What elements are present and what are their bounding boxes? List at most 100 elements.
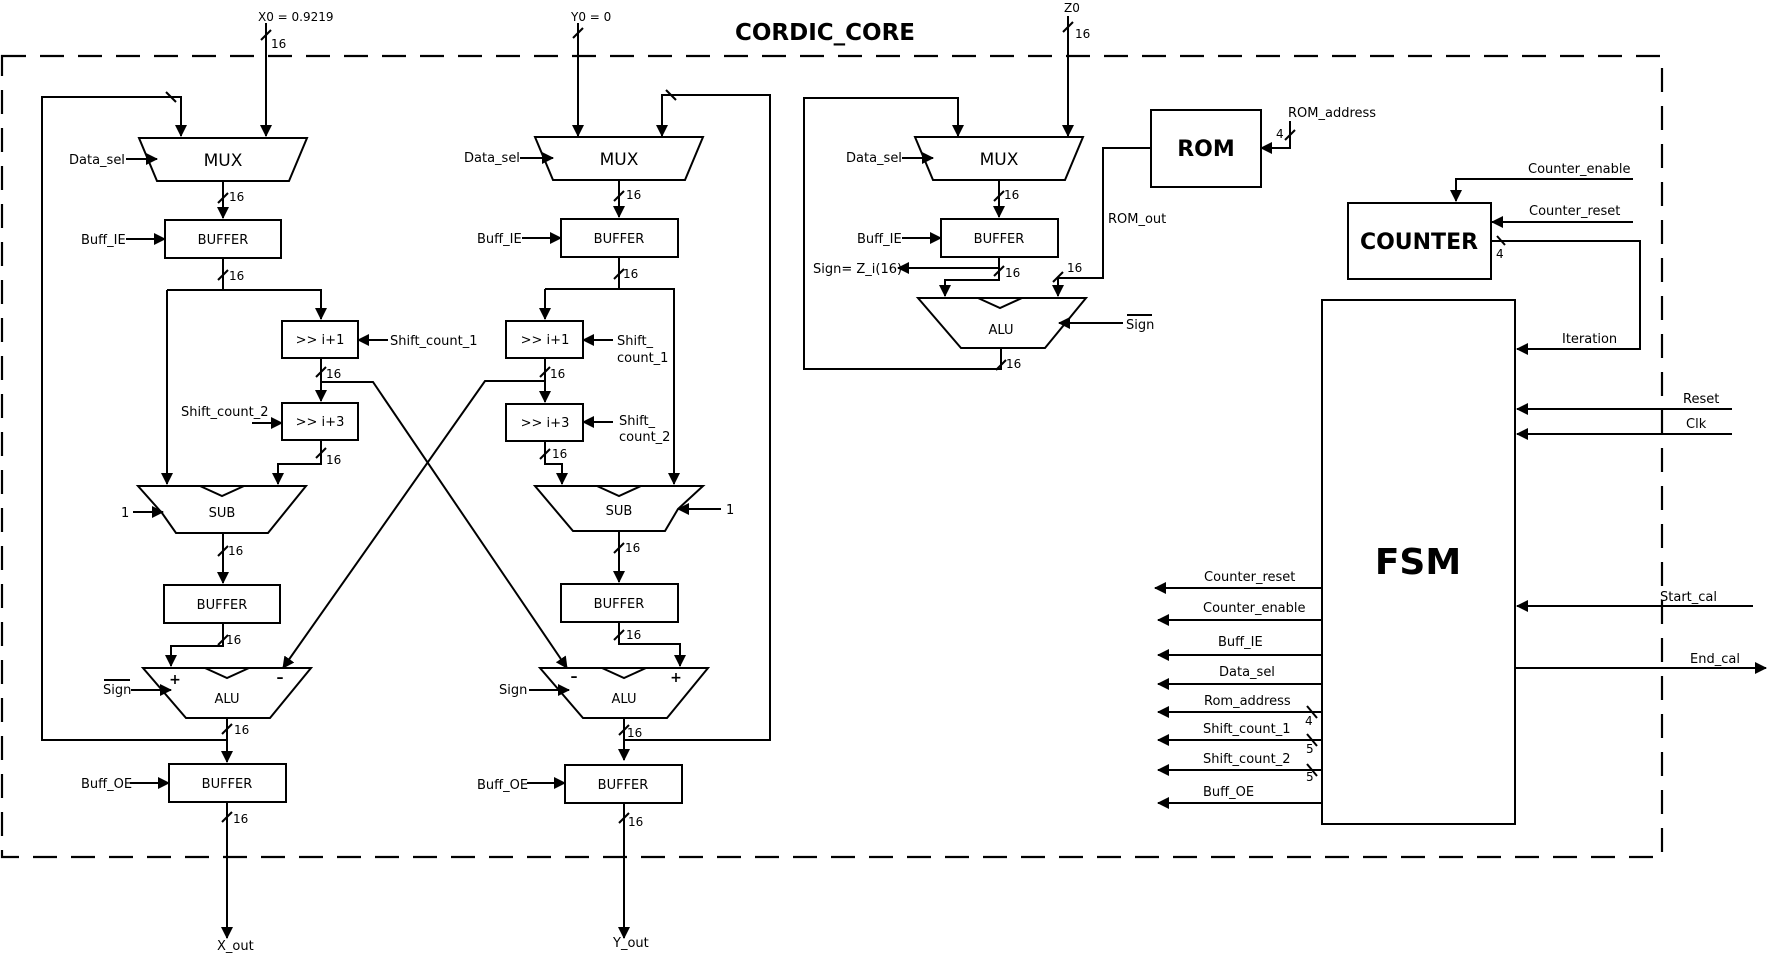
diagram-title: CORDIC_CORE <box>735 20 915 46</box>
y-shift-count-2-label-b: count_2 <box>619 430 670 445</box>
z-mux <box>913 136 1085 181</box>
y-buffer-1 <box>560 218 679 258</box>
rom <box>1150 109 1262 188</box>
z-mux-bus-width: 16 <box>1004 188 1019 202</box>
counter-iteration-label: Iteration <box>1562 332 1617 347</box>
z-datapath: Z0 16 MUX Data_sel 16 BUFFER Buff_IE Sig… <box>803 1 1166 371</box>
y-shift-count-2-label-a: Shift_ <box>619 414 656 429</box>
rom-address-bus-width: 4 <box>1276 127 1284 141</box>
y-sub-const-label: 1 <box>726 503 734 518</box>
counter-reset-label: Counter_reset <box>1529 204 1620 219</box>
x-alu <box>140 667 314 719</box>
rom-address-label: ROM_address <box>1288 106 1376 121</box>
counter-enable-label: Counter_enable <box>1528 162 1631 177</box>
y-shift-1-label: >> i+1 <box>521 333 570 348</box>
x-alu-minus: – <box>277 670 284 686</box>
y-buffer-2 <box>560 583 679 623</box>
y-alu-sign-label: Sign <box>499 683 527 698</box>
y-mux-bus-width: 16 <box>626 188 641 202</box>
y0-input-label: Y0 = 0 <box>570 10 611 24</box>
fsm-shift-count-1-bus-width: 5 <box>1306 742 1314 756</box>
x-datapath: X0 = 0.9219 16 MUX Data_sel 16 BUFFER Bu… <box>41 10 568 953</box>
y-buffer-2-label: BUFFER <box>594 597 645 612</box>
x-shift-count-1-label: Shift_count_1 <box>390 334 478 349</box>
x-buff-ie-label: Buff_IE <box>81 233 126 248</box>
x-shift-count-2-label: Shift_count_2 <box>181 405 269 420</box>
x-shift-2-bus-width: 16 <box>326 453 341 467</box>
fsm-output-rom-address-label: Rom_address <box>1204 694 1291 709</box>
z-buffer <box>940 218 1059 258</box>
rom-label: ROM <box>1177 137 1235 162</box>
fsm-output-buff-ie-label: Buff_IE <box>1218 635 1263 650</box>
y-shift-2-label: >> i+3 <box>521 416 570 431</box>
y-mux <box>533 136 705 181</box>
y-buff-oe-label: Buff_OE <box>477 778 528 793</box>
x-sub-label: SUB <box>209 506 236 521</box>
z-buff-ie-label: Buff_IE <box>857 232 902 247</box>
y-alu-plus: + <box>670 670 682 686</box>
y-buff-ie-label: Buff_IE <box>477 232 522 247</box>
z-alu-label: ALU <box>988 323 1013 338</box>
x-out-bus-width: 16 <box>233 812 248 826</box>
y-sub-label: SUB <box>606 504 633 519</box>
x-shift-1-bus-width: 16 <box>326 367 341 381</box>
x-buffer-1-label: BUFFER <box>198 233 249 248</box>
cordic-core-boundary <box>0 54 1664 859</box>
y-mux-label: MUX <box>600 150 639 170</box>
z-input-bus-width: 16 <box>1075 27 1090 41</box>
y-buffer-3-label: BUFFER <box>598 778 649 793</box>
z-buffer-label: BUFFER <box>974 232 1025 247</box>
x-mux-label: MUX <box>204 151 243 171</box>
y-shift-count-1-label-b: count_1 <box>617 351 668 366</box>
fsm <box>1321 299 1516 825</box>
y-alu-bus-width: 16 <box>627 726 642 740</box>
x-output-label: X_out <box>217 939 254 953</box>
fsm-shift-count-2-bus-width: 5 <box>1306 770 1314 784</box>
fsm-input-reset-label: Reset <box>1683 392 1719 407</box>
y-sub-bus-width: 16 <box>625 541 640 555</box>
x-shift-1 <box>281 320 359 359</box>
x-alu-label: ALU <box>214 692 239 707</box>
x-buffer-2-label: BUFFER <box>197 598 248 613</box>
x-sub-const-label: 1 <box>121 506 129 521</box>
z-buffer-bus-width: 16 <box>1005 266 1020 280</box>
x-shift-2-label: >> i+3 <box>296 415 345 430</box>
y-alu-label: ALU <box>611 692 636 707</box>
y-alu-minus: – <box>571 669 578 685</box>
fsm-output-buff-oe-label: Buff_OE <box>1203 785 1254 800</box>
x-buffer-1 <box>164 219 282 259</box>
z-data-sel-label: Data_sel <box>846 151 902 166</box>
fsm-output-end-cal-label: End_cal <box>1690 652 1740 667</box>
y-buffer-1-bus-width: 16 <box>623 267 638 281</box>
rom-out-label: ROM_out <box>1108 212 1166 227</box>
y-shift-count-1-label-a: Shift_ <box>617 334 654 349</box>
z-sign-output-label: Sign= Z_i(16) <box>813 262 902 277</box>
z-alu-sign-label: Sign <box>1126 318 1154 333</box>
fsm-output-counter-enable-label: Counter_enable <box>1203 601 1306 616</box>
y-shift-1-bus-width: 16 <box>550 367 565 381</box>
fsm-input-clk-label: Clk <box>1686 417 1707 432</box>
z-mux-label: MUX <box>980 150 1019 170</box>
fsm-output-shift-count-2-label: Shift_count_2 <box>1203 752 1291 767</box>
z-alu-bus-width: 16 <box>1006 357 1021 371</box>
fsm-rom-address-bus-width: 4 <box>1305 714 1313 728</box>
x-mux-bus-width: 16 <box>229 190 244 204</box>
x-buff-oe-label: Buff_OE <box>81 777 132 792</box>
x-alu-bus-width: 16 <box>234 723 249 737</box>
counter-block: COUNTER Counter_enable Counter_reset 4 I… <box>1347 162 1641 355</box>
x-alu-plus: + <box>169 672 181 688</box>
y-buffer-1-label: BUFFER <box>594 232 645 247</box>
y-output-label: Y_out <box>612 936 649 951</box>
counter-label: COUNTER <box>1360 230 1478 255</box>
x-alu-sign-label: Sign <box>103 683 131 698</box>
x-sub-bus-width: 16 <box>228 544 243 558</box>
z-alu <box>915 297 1089 349</box>
x-input-bus-width: 16 <box>271 37 286 51</box>
y-subtractor <box>532 485 706 532</box>
z0-input-label: Z0 <box>1064 1 1080 15</box>
y-alu <box>537 667 711 719</box>
rom-block: ROM ROM_address 4 <box>1150 106 1376 188</box>
y-out-bus-width: 16 <box>628 815 643 829</box>
fsm-input-start-cal-label: Start_cal <box>1660 590 1717 605</box>
